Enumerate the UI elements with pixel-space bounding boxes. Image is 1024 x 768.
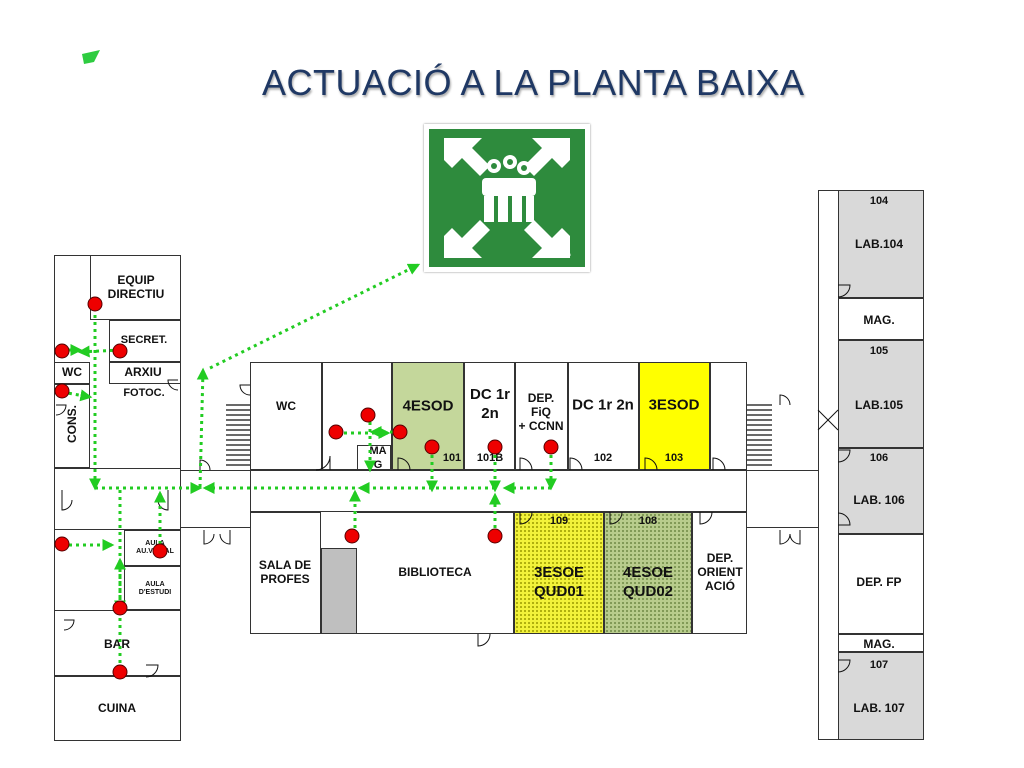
label-lab104: LAB.104: [854, 237, 904, 251]
label-3esod: 3ESOD: [648, 396, 700, 414]
door: [789, 530, 801, 545]
label-secret: SECRET.: [120, 334, 168, 346]
room-number-107: 107: [869, 659, 889, 671]
door: [239, 384, 251, 396]
label-equip-directiu: EQUIP DIRECTIU: [107, 273, 165, 301]
room-dep-fiq: [515, 362, 568, 470]
label-sala-profes: SALA DE PROFES: [258, 558, 312, 586]
door: [199, 459, 211, 471]
label-3esoe: 3ESOE QUD01: [533, 564, 585, 600]
room-cuina: [54, 676, 181, 741]
label-dep-fiq: DEP. FiQ + CCNN: [518, 391, 564, 433]
slide-decoration: [82, 50, 100, 64]
room-equip-directiu: [90, 255, 181, 320]
room-number-101b: 101B: [476, 452, 504, 464]
page-title: ACTUACIÓ A LA PLANTA BAIXA: [262, 62, 805, 103]
label-cuina: CUINA: [98, 701, 136, 715]
room-aula-estudi: [124, 566, 181, 610]
label-dep-orient: DEP. ORIENT ACIÓ: [697, 551, 743, 593]
room-lab105: [838, 340, 924, 448]
room-number-105: 105: [869, 345, 889, 357]
label-4esoe: 4ESOE QUD02: [622, 564, 674, 600]
room-mag1: [838, 298, 924, 340]
room-3esoe: [514, 512, 604, 634]
label-wc-center: WC: [276, 399, 296, 413]
room-arxiu: [109, 362, 181, 384]
room-number-102: 102: [593, 452, 613, 464]
sign-brand: Implement: [552, 252, 572, 257]
label-4esod: 4ESOD: [402, 397, 454, 415]
label-biblioteca: BIBLIOTECA: [398, 565, 472, 579]
central-corridor: [250, 470, 747, 512]
label-bar: BAR: [104, 637, 130, 651]
room-mag2: [838, 634, 924, 652]
connector-corridor-right: [746, 470, 818, 528]
label-wc-left: WC: [62, 365, 82, 379]
route-arrow: [209, 263, 421, 370]
label-arxiu: ARXIU: [124, 365, 162, 379]
room-wc-left: [54, 362, 90, 384]
room-wc-center: [250, 362, 322, 470]
room-sala-profes: [250, 512, 321, 634]
room-lab107: [838, 652, 924, 740]
door: [779, 394, 791, 406]
label-dc1r2n-b: DC 1r 2n: [572, 396, 634, 414]
room-number-108: 108: [638, 515, 658, 527]
room-number-104: 104: [869, 195, 889, 207]
room-number-103: 103: [664, 452, 684, 464]
label-aula-visual: AULA AU.VISUAL: [136, 540, 174, 555]
label-fotoc: FOTOC.: [123, 387, 165, 399]
label-aula-estudi: AULA D'ESTUDI: [138, 581, 172, 596]
label-lab106: LAB. 106: [853, 493, 905, 507]
door: [779, 530, 791, 545]
label-lab107: LAB. 107: [853, 701, 905, 715]
room-lab104: [838, 190, 924, 298]
label-dc1r2n-a: DC 1r 2n: [469, 386, 511, 422]
door: [219, 530, 231, 545]
door: [477, 633, 491, 647]
room-number-109: 109: [549, 515, 569, 527]
label-lab105: LAB.105: [854, 398, 904, 412]
assembly-point-icon: Implement: [429, 129, 585, 267]
room-corner-right: [710, 362, 747, 470]
label-mag1: MAG.: [863, 313, 895, 327]
assembly-point-sign: Implement: [424, 124, 590, 272]
label-mag-center: MA G: [369, 445, 387, 471]
room-number-101: 101: [442, 452, 462, 464]
room-number-106: 106: [869, 452, 889, 464]
label-dep-fp: DEP. FP: [856, 575, 902, 589]
room-dep-fp: [838, 534, 924, 634]
label-mag2: MAG.: [863, 637, 895, 651]
room-3esod: [639, 362, 710, 470]
room-dep-orient: [692, 512, 747, 634]
room-4esoe: [604, 512, 692, 634]
connector-corridor-left: [181, 470, 251, 528]
gray-block: [321, 548, 357, 634]
label-cons: CONS.: [65, 404, 79, 444]
room-dc1r2n-b: [568, 362, 639, 470]
room-lab106: [838, 448, 924, 534]
door: [203, 530, 215, 545]
left-corridor-strip: [54, 468, 181, 530]
